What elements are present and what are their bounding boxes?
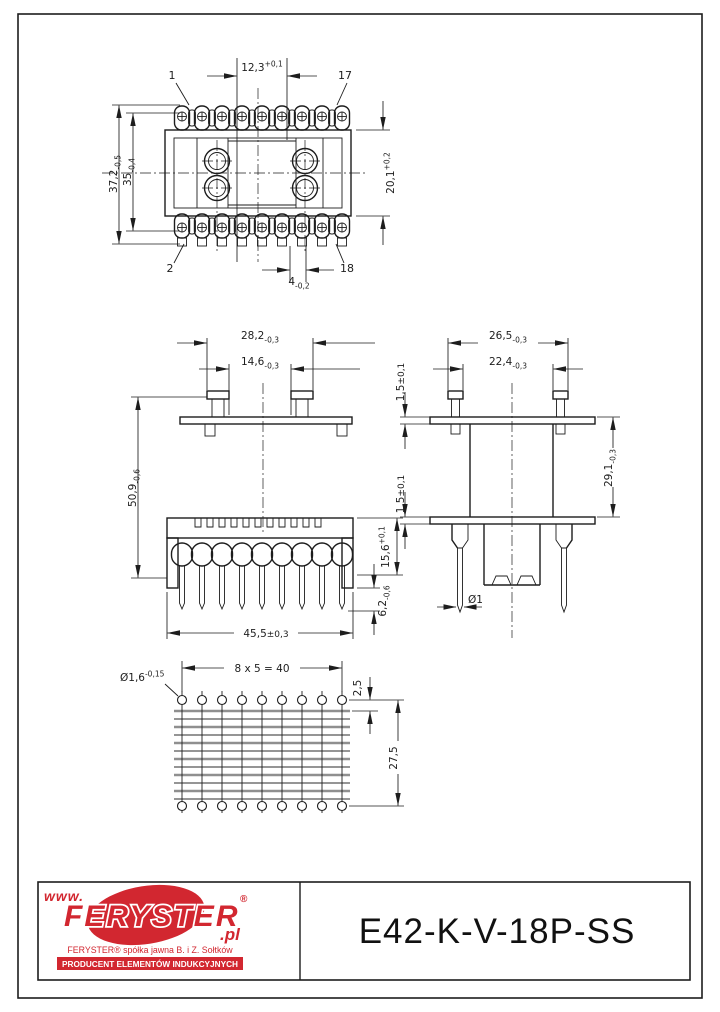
producer-banner-text: PRODUCENT ELEMENTÓW INDUKCYJNYCH [62,958,238,969]
dim-row-spacing: 27,5 [349,700,404,807]
svg-text:12,3+0,1: 12,3+0,1 [241,60,283,75]
dim-base-height: 15,6+0,1 [357,517,403,576]
dim-window-width: 20,1+0,2 [356,101,397,245]
svg-text:1,5±0,1: 1,5±0,1 [395,363,407,402]
dim-flange-width: 28,2-0,3 [177,330,375,390]
svg-text:29,1-0,3: 29,1-0,3 [603,449,618,487]
logo-brand: FERYSTER [64,900,239,933]
top-view-pins-bottom [173,213,351,247]
pin-label-2: 2 [167,262,174,275]
part-number: E42-K-V-18P-SS [359,912,636,951]
svg-text:45,5±0,3: 45,5±0,3 [243,628,288,640]
dim-pin-grid: 8 x 5 = 40 [181,661,343,692]
dim-body-width: 35-0,4 [122,112,180,232]
svg-text:35-0,4: 35-0,4 [122,158,137,186]
svg-text:6,2-0,6: 6,2-0,6 [377,585,392,617]
top-view-pins-top [173,105,351,131]
front-view-clips [179,390,353,437]
dim-base-width: 45,5±0,3 [166,592,354,640]
logo-tld: .pl [220,925,241,944]
svg-text:1,5±0,1: 1,5±0,1 [395,475,407,514]
svg-text:8 x 5 = 40: 8 x 5 = 40 [234,663,289,675]
feryster-logo: www. FERYSTER ® .pl FERYSTER® spółka jaw… [44,884,249,970]
logo-registered-mark: ® [240,894,248,905]
svg-text:Ø1,6-0,15: Ø1,6-0,15 [120,670,165,685]
svg-text:2,5: 2,5 [352,680,364,697]
producer-banner [57,957,243,970]
svg-text:4-0,2: 4-0,2 [288,276,310,291]
dim-row-inset: 2,5 [349,677,404,734]
title-block: www. FERYSTER ® .pl FERYSTER® spółka jaw… [37,881,691,981]
svg-text:50,9-0,6: 50,9-0,6 [127,469,142,507]
logo-ellipse [87,884,205,946]
dim-hole-diameter: Ø1,6-0,15 [120,670,179,697]
svg-text:Ø1: Ø1 [468,594,483,606]
dim-overall-width: 37,2-0,5 [108,104,180,245]
front-view-base [166,517,354,610]
dim-pin-offset: 4-0,2 [262,246,334,291]
side-view: 26,5-0,3 22,4-0,3 1,5±0,1 1,5±0,1 [395,330,620,638]
svg-text:15,6+0,1: 15,6+0,1 [378,526,393,568]
dim-flange-thickness-top: 1,5±0,1 [395,363,431,449]
dim-overall-height: 50,9-0,6 [127,396,207,579]
top-view-body [164,129,352,217]
front-view: 28,2-0,3 14,6-0,3 50,9-0,6 45,5±0,3 [127,330,403,640]
dim-window-height: 29,1-0,3 [597,416,620,518]
company-line: FERYSTER® spółka jawna B. i Z. Sołtków [67,945,233,955]
dim-clip-spacing: 14,6-0,3 [199,356,360,415]
pin-label-17: 17 [338,69,352,82]
svg-text:20,1+0,2: 20,1+0,2 [383,152,398,194]
side-view-body [429,390,596,614]
dim-flange-thickness-bottom: 1,5±0,1 [395,475,431,549]
svg-text:27,5: 27,5 [388,746,400,769]
top-view: 12,3+0,1 1 17 2 18 37,2-0,5 35-0,4 [102,58,397,291]
svg-text:37,2-0,5: 37,2-0,5 [108,155,123,193]
dim-pin-diameter: Ø1 [437,594,483,610]
dim-pin-pitch: 12,3+0,1 [207,58,317,262]
dim-flange-inner-width: 22,4-0,3 [433,356,583,390]
svg-text:22,4-0,3: 22,4-0,3 [489,356,527,371]
pin-label-1: 1 [169,69,176,82]
dim-pin-length: 6,2-0,6 [348,564,392,635]
svg-text:28,2-0,3: 28,2-0,3 [241,330,279,345]
dim-flange-outer-width: 26,5-0,3 [447,330,569,390]
pin-label-18: 18 [340,262,354,275]
footprint-holes [176,690,348,814]
logo-www: www. [44,888,84,904]
svg-text:26,5-0,3: 26,5-0,3 [489,330,527,345]
page-border [17,13,703,999]
svg-text:14,6-0,3: 14,6-0,3 [241,356,279,371]
footprint-view: Ø1,6-0,15 8 x 5 = 40 2,5 27,5 [120,661,404,814]
